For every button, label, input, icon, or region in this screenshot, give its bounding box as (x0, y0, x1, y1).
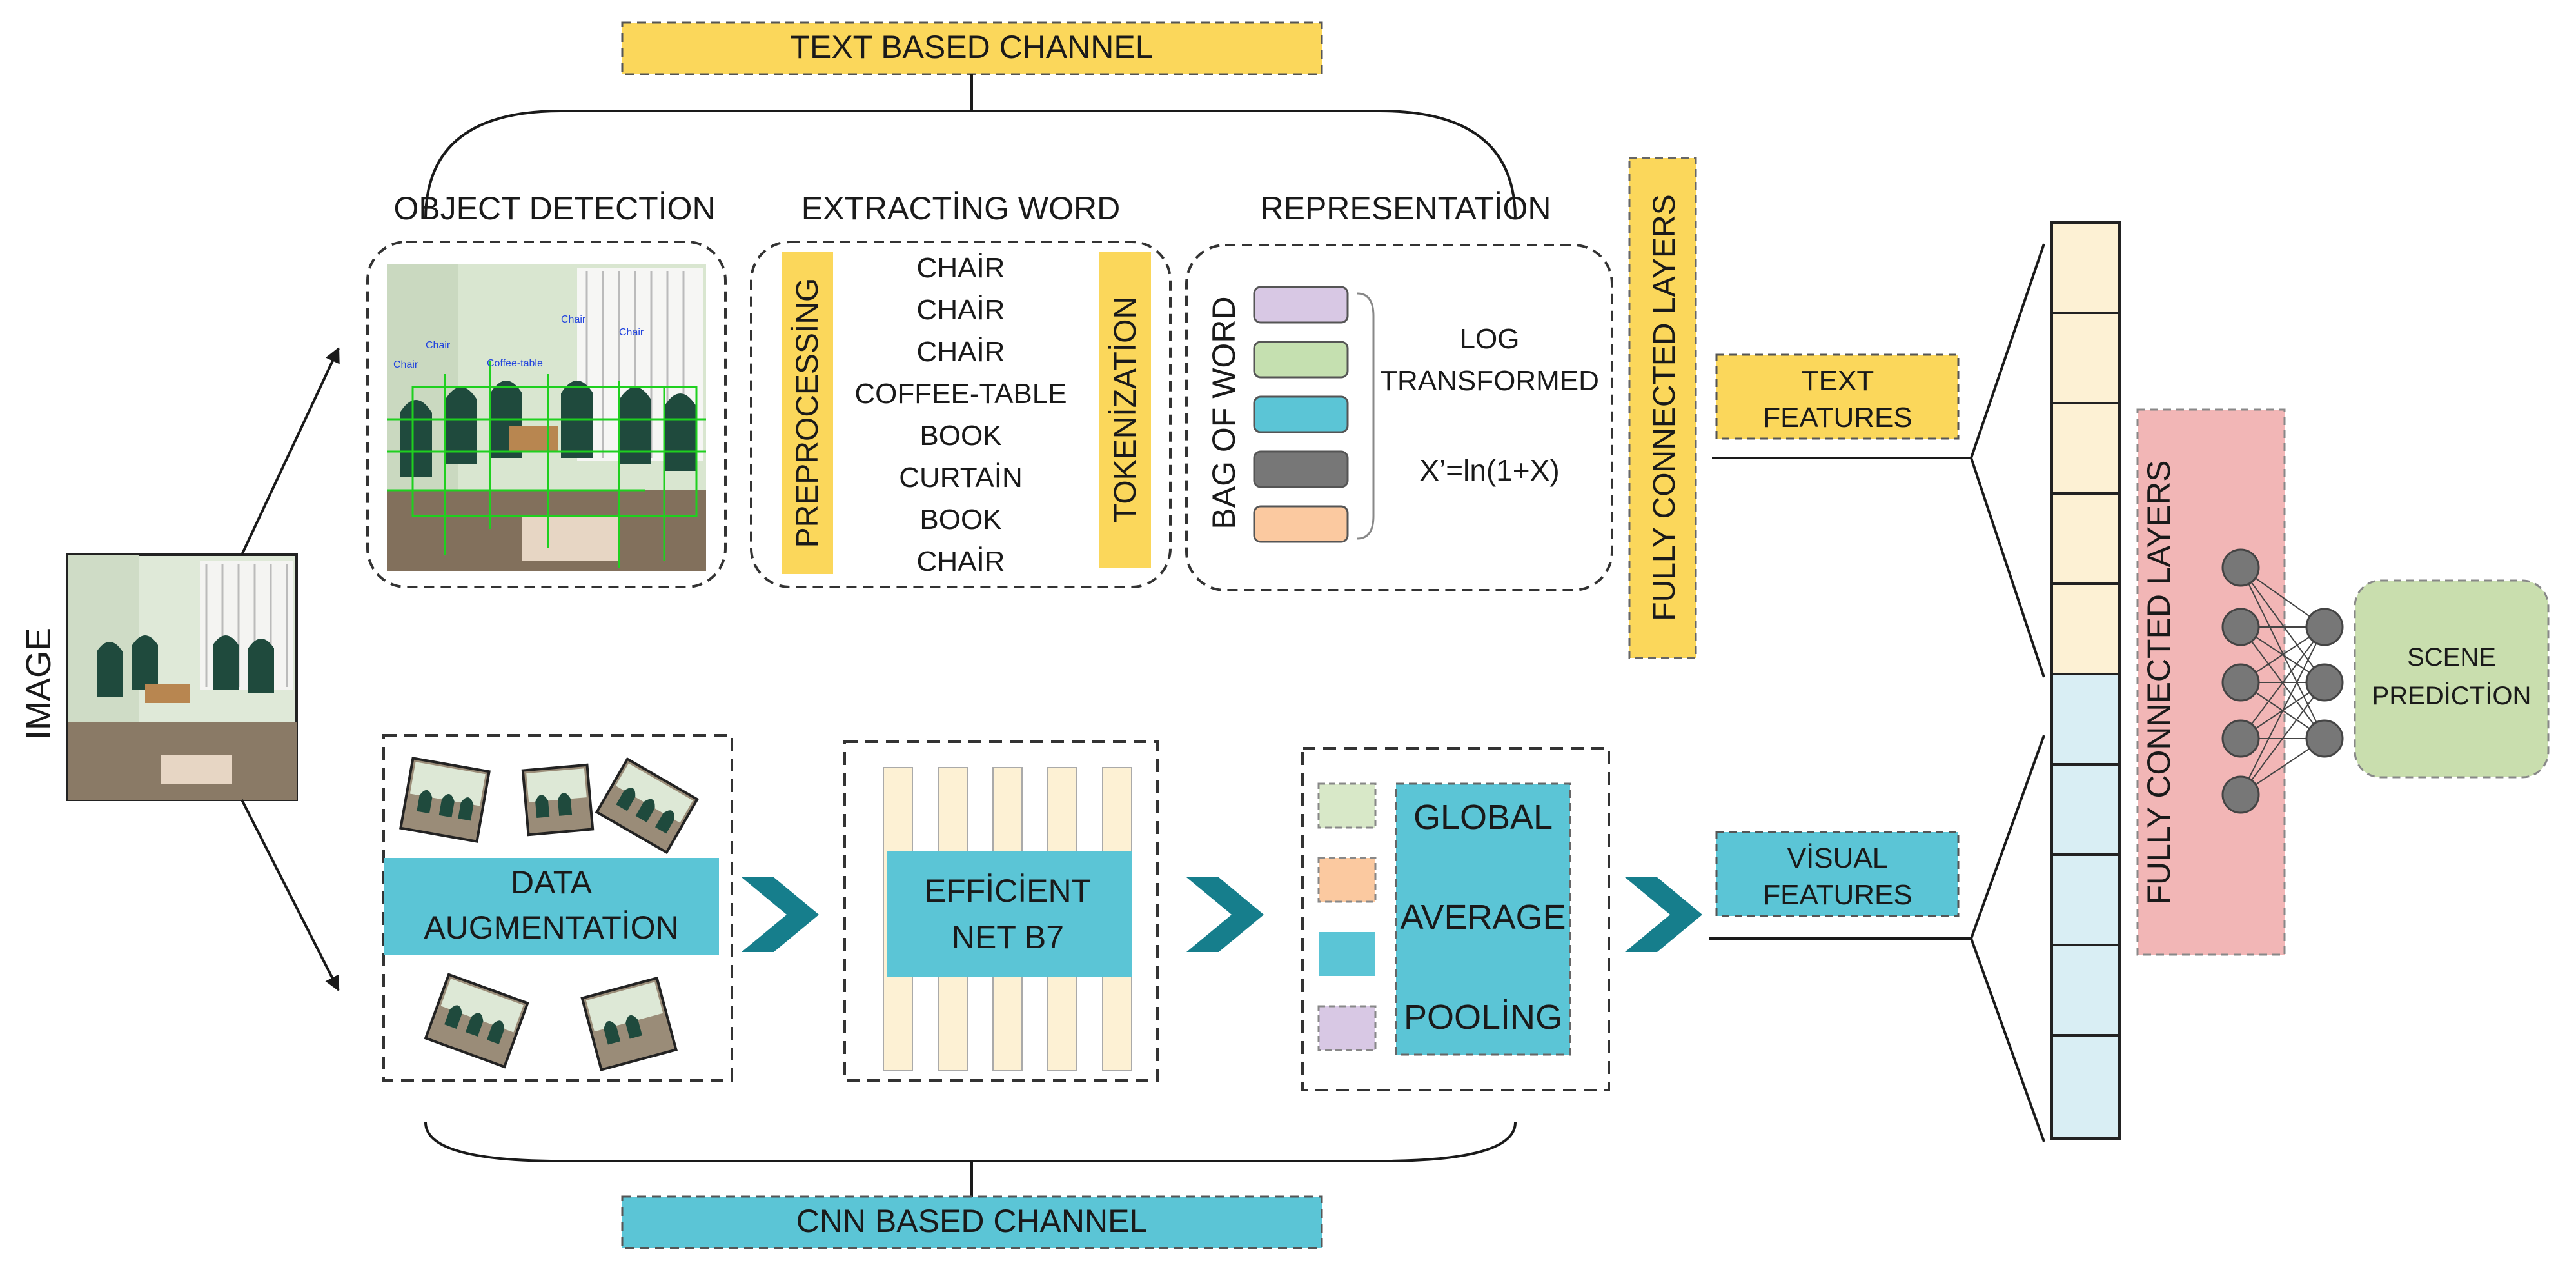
chevron-arrow (1625, 877, 1702, 952)
svg-text:AVERAGE: AVERAGE (1400, 898, 1566, 937)
word-item: BOOK (919, 420, 1001, 452)
chevron-arrow (1186, 877, 1264, 952)
object-detection-title: OBJECT DETECTİON (393, 190, 715, 226)
svg-text:Chair: Chair (426, 340, 451, 351)
neuron (2221, 548, 2260, 587)
text-feature-cell (2050, 582, 2121, 675)
text-channel-header: TEXT BASED CHANNEL (621, 21, 1323, 75)
svg-text:TOKENİZATİON: TOKENİZATİON (1108, 297, 1143, 522)
visual-features-bracket (1969, 735, 2045, 1142)
neuron (2221, 719, 2260, 758)
svg-text:TEXT BASED CHANNEL: TEXT BASED CHANNEL (790, 29, 1153, 65)
svg-text:FULLY CONNECTED LAYERS: FULLY CONNECTED LAYERS (1647, 194, 1682, 621)
visual-feature-cell (2050, 673, 2121, 766)
input-image (66, 553, 298, 801)
cnn-channel-brace (424, 1122, 1517, 1197)
svg-text:Coffee-table: Coffee-table (487, 358, 543, 369)
text-features-box: TEXT FEATURES (1715, 353, 1960, 440)
text-feature-cell (2050, 492, 2121, 585)
svg-text:AUGMENTATİON: AUGMENTATİON (424, 909, 678, 946)
detection-image: Chair Chair Coffee-table Chair Chair (387, 264, 706, 571)
svg-text:Chair: Chair (561, 314, 586, 325)
bag-of-word-label: BAG OF WORD (1206, 296, 1242, 529)
svg-text:PREDİCTİON: PREDİCTİON (2372, 681, 2532, 710)
word-list: CHAİR CHAİR CHAİR COFFEE-TABLE BOOK CURT… (854, 252, 1067, 577)
neuron (2221, 608, 2260, 646)
word-item: CHAİR (917, 252, 1005, 284)
arrow-to-text-channel (241, 346, 340, 555)
svg-text:FEATURES: FEATURES (1763, 402, 1912, 433)
data-augmentation-block: DATA AUGMENTATİON (382, 734, 733, 1082)
svg-text:EFFİCİENT: EFFİCİENT (925, 873, 1091, 909)
extracting-word-title: EXTRACTİNG WORD (801, 190, 1120, 226)
word-item: CURTAİN (899, 462, 1023, 493)
word-item: CHAİR (917, 294, 1005, 326)
neuron (2305, 608, 2344, 646)
svg-text:POOLİNG: POOLİNG (1404, 998, 1562, 1037)
visual-feature-cell (2050, 763, 2121, 856)
svg-text:FEATURES: FEATURES (1763, 879, 1912, 911)
visual-feature-cell (2050, 1034, 2121, 1140)
svg-text:VİSUAL: VİSUAL (1787, 842, 1889, 874)
scene-prediction-box: SCENE PREDİCTİON (2354, 579, 2550, 779)
global-average-pooling-block: GLOBAL AVERAGE POOLİNG (1301, 747, 1610, 1091)
arrow-to-cnn-channel (241, 799, 340, 992)
log-transformed-line2: TRANSFORMED (1380, 365, 1599, 397)
input-image-label: IMAGE (19, 628, 58, 740)
log-formula: X’=ln(1+X) (1419, 453, 1559, 487)
svg-text:FULLY CONNECTED LAYERS: FULLY CONNECTED LAYERS (2141, 460, 2177, 904)
svg-text:SCENE: SCENE (2407, 643, 2496, 671)
svg-text:PREPROCESSİNG: PREPROCESSİNG (791, 278, 825, 548)
text-fc-layers: FULLY CONNECTED LAYERS (1628, 157, 1697, 659)
concatenated-feature-vector (2050, 221, 2121, 1140)
svg-text:Chair: Chair (393, 359, 418, 370)
representation-title: REPRESENTATİON (1261, 190, 1551, 226)
bag-of-word-bracket (1357, 292, 1375, 540)
word-item: CHAİR (917, 336, 1005, 368)
chevron-arrow (742, 877, 819, 952)
text-feature-cell (2050, 312, 2121, 404)
log-transformed-line1: LOG (1460, 323, 1520, 355)
representation-box (1185, 244, 1613, 591)
svg-text:DATA: DATA (511, 864, 593, 900)
svg-text:GLOBAL: GLOBAL (1413, 798, 1553, 837)
visual-features-box: VİSUAL FEATURES (1715, 831, 1960, 917)
svg-text:CNN BASED CHANNEL: CNN BASED CHANNEL (796, 1203, 1148, 1239)
text-channel-brace (424, 74, 1517, 220)
object-detection-box (366, 241, 727, 588)
neuron (2305, 719, 2344, 758)
svg-text:NET B7: NET B7 (952, 919, 1064, 955)
text-feature-cell (2050, 221, 2121, 314)
preprocessing-block: PREPROCESSİNG (782, 252, 833, 574)
neuron (2305, 663, 2344, 702)
neuron (2221, 775, 2260, 814)
text-features-bracket (1969, 243, 2045, 678)
extracting-word-box (750, 241, 1172, 588)
tokenization-block: TOKENİZATİON (1099, 252, 1151, 568)
efficientnet-block: EFFİCİENT NET B7 (843, 740, 1159, 1082)
bag-of-word-vectors (1253, 286, 1349, 543)
svg-text:Chair: Chair (619, 327, 644, 338)
neuron (2221, 663, 2260, 702)
word-item: BOOK (919, 504, 1001, 535)
visual-feature-cell (2050, 853, 2121, 946)
visual-feature-cell (2050, 944, 2121, 1037)
word-item: CHAİR (917, 546, 1005, 577)
text-feature-cell (2050, 402, 2121, 495)
svg-text:TEXT: TEXT (1802, 365, 1874, 397)
word-item: COFFEE-TABLE (854, 378, 1067, 410)
fusion-fc-layers: FULLY CONNECTED LAYERS (2136, 408, 2344, 956)
cnn-channel-header: CNN BASED CHANNEL (621, 1195, 1323, 1249)
